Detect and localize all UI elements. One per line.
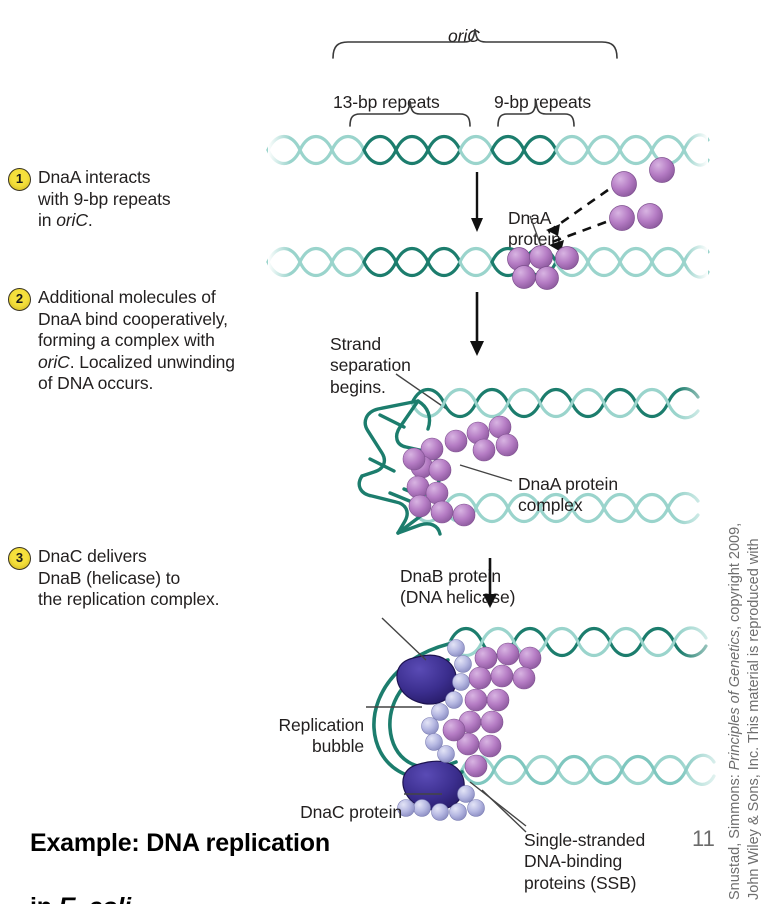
dnab-helicase-upper xyxy=(396,654,457,705)
step-1-text-italic: oriC xyxy=(56,210,88,230)
ssb-leader-line-1 xyxy=(469,781,527,827)
step-1-text-part-2: . xyxy=(87,210,93,230)
slide-title-species: E. coli xyxy=(59,893,131,904)
slide-title: Example: DNA replication in E. coli xyxy=(30,795,330,904)
step-2-text: Additional molecules of DnaA bind cooper… xyxy=(38,287,235,395)
flow-arrow-3 xyxy=(483,558,497,608)
step-2-text-part-2: . Localized unwinding of DNA occurs. xyxy=(38,351,235,394)
dnab-leader-line xyxy=(381,617,427,661)
ssb-leader-line-2 xyxy=(481,789,527,833)
slide-title-line-2: in E. coli xyxy=(30,891,330,904)
free-dnaa-proteins xyxy=(546,157,675,252)
strand-separation-label: Strand separation begins. xyxy=(330,333,411,397)
step-2: 2 Additional molecules of DnaA bind coop… xyxy=(8,287,308,395)
slide-title-line-1: Example: DNA replication xyxy=(30,829,330,857)
repeat-9-bracket xyxy=(497,100,575,127)
repeat-13-bracket xyxy=(349,100,471,127)
dna-strand-stage-2 xyxy=(266,240,710,284)
slide-number: 11 xyxy=(692,826,715,851)
dnab-protein-label: DnaB protein (DNA helicase) xyxy=(400,565,516,608)
oric-bracket xyxy=(332,28,618,59)
flow-arrow-1 xyxy=(471,172,483,232)
step-3: 3 DnaC delivers DnaB (helicase) to the r… xyxy=(8,546,288,611)
ssb-label: Single-stranded DNA-binding proteins (SS… xyxy=(524,829,646,893)
bound-dnaa-proteins xyxy=(507,215,579,290)
dna-strand-stage-1 xyxy=(266,128,710,172)
dnac-protein-label: DnaC protein xyxy=(300,801,402,822)
dnac-protein-leader xyxy=(404,793,442,795)
credit-line-1-title: Principles of Genetics xyxy=(727,630,743,771)
step-1-text: DnaA interacts with 9-bp repeats in oriC… xyxy=(38,167,171,232)
slide-title-line-2-prefix: in xyxy=(30,893,59,904)
repeat-13-label: 13-bp repeats xyxy=(333,91,440,112)
dnaa-complex-label: DnaA protein complex xyxy=(518,473,618,516)
replication-bubble-diagram xyxy=(372,612,730,842)
step-2-text-italic: oriC xyxy=(38,351,70,372)
step-1-text-part-1: DnaA interacts with 9-bp repeats in xyxy=(38,167,171,230)
repeat-9-label: 9-bp repeats xyxy=(494,91,592,112)
credit-line-1-suffix: , copyright 2009, xyxy=(727,522,743,631)
credit-line-1: Snustad, Simmons: Principles of Genetics… xyxy=(726,523,745,900)
flow-arrow-2 xyxy=(470,292,484,356)
credit-line-1-prefix: Snustad, Simmons: xyxy=(727,770,743,900)
dnaa-complex-diagram xyxy=(357,375,720,540)
step-2-badge: 2 xyxy=(8,288,31,311)
step-2-text-part-1: Additional molecules of DnaA bind cooper… xyxy=(38,287,228,350)
step-3-badge: 3 xyxy=(8,547,31,570)
credit-line-2: John Wiley & Sons, Inc. This material is… xyxy=(746,538,762,900)
step-3-text-part-1: DnaC delivers DnaB (helicase) to the rep… xyxy=(38,546,220,609)
ssb-spheres xyxy=(397,639,485,821)
step-3-text: DnaC delivers DnaB (helicase) to the rep… xyxy=(38,546,220,611)
dnaa-spheres-stage-4 xyxy=(442,642,542,778)
replication-bubble-leader xyxy=(366,706,422,708)
dnaa-protein-label: DnaA protein xyxy=(508,207,561,250)
replication-bubble-label: Replication bubble xyxy=(278,714,365,757)
step-1: 1 DnaA interacts with 9-bp repeats in or… xyxy=(8,167,238,232)
step-1-badge: 1 xyxy=(8,168,31,191)
